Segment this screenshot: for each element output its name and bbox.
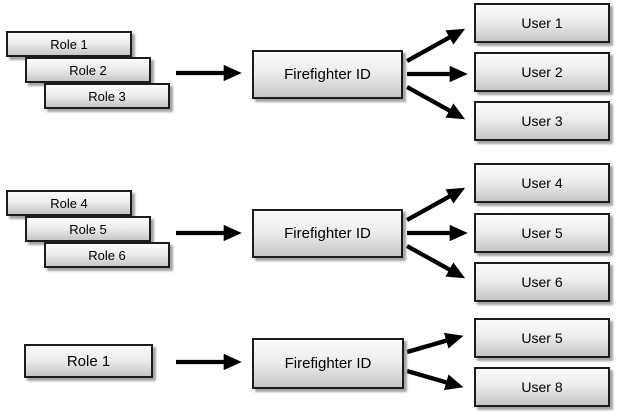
user-box-user-1: User 1 <box>474 3 610 43</box>
role-box-role-6: Role 6 <box>44 242 170 268</box>
user-box-user-5b: User 5 <box>474 318 610 358</box>
user-box-user-8: User 8 <box>474 367 610 407</box>
role-box-role-1-single: Role 1 <box>24 344 153 378</box>
role-box-role-2: Role 2 <box>25 57 151 83</box>
user-box-user-2: User 2 <box>474 52 610 92</box>
role-box-role-3: Role 3 <box>44 83 170 109</box>
arrow-firefighter3-to-user5b <box>406 332 464 355</box>
firefighter-id-box-row2: Firefighter ID <box>252 209 403 258</box>
arrow-firefighter2-to-user4 <box>405 187 466 222</box>
user-box-user-5: User 5 <box>474 213 610 253</box>
user-box-user-6: User 6 <box>474 262 610 302</box>
arrow-firefighter2-to-user6 <box>405 244 466 279</box>
arrow-firefighter3-to-user8 <box>406 368 464 391</box>
user-box-user-3: User 3 <box>474 101 610 141</box>
user-box-user-4: User 4 <box>474 163 610 203</box>
role-box-role-5: Role 5 <box>25 216 151 242</box>
role-box-role-4: Role 4 <box>6 190 132 216</box>
arrow-firefighter1-to-user3 <box>405 85 466 120</box>
arrow-firefighter1-to-user1 <box>405 28 466 63</box>
firefighter-id-box-row3: Firefighter ID <box>252 338 404 389</box>
firefighter-id-box-row1: Firefighter ID <box>252 50 403 99</box>
role-box-role-1: Role 1 <box>6 31 132 57</box>
